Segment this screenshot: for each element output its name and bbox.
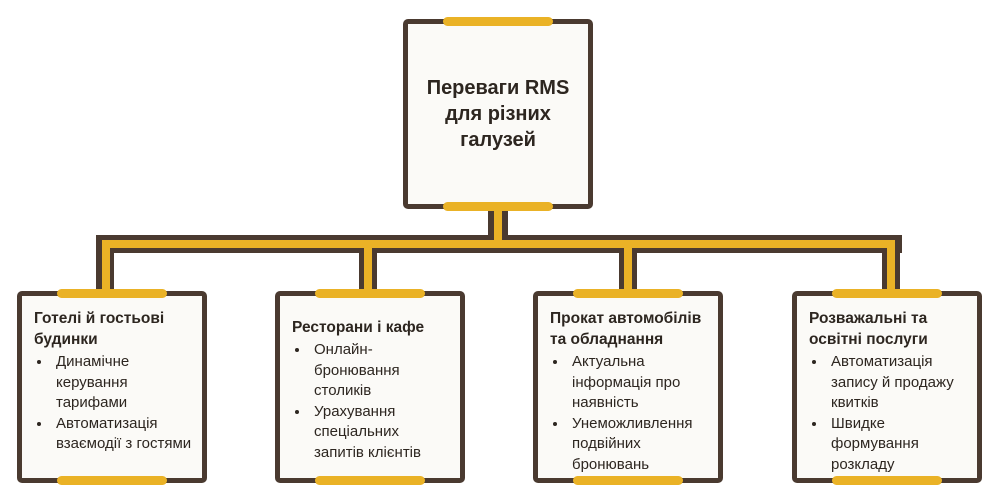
branch-restaurants: Ресторани і кафе Онлайн-бронювання столи… (275, 289, 465, 485)
branch-top-accent (315, 289, 425, 298)
branch-title: Готелі й гостьові будинки (34, 310, 165, 348)
branch-top-accent (573, 289, 683, 298)
branch-title: Розважальні та освітні послуги (809, 310, 928, 348)
branch-bottom-accent (832, 476, 942, 485)
branch-top-accent (832, 289, 942, 298)
list-item: Динамічне керування тарифами (52, 352, 194, 414)
branch-title: Прокат автомобілів та обладнання (550, 310, 702, 348)
branch-entertainment: Розважальні та освітні послуги Автоматиз… (792, 289, 982, 485)
root-bottom-accent (443, 202, 553, 211)
branch-list: Динамічне керування тарифами Автоматизац… (34, 352, 194, 455)
branch-bottom-accent (573, 476, 683, 485)
branch-bottom-accent (57, 476, 167, 485)
root-node: Переваги RMS для різних галузей (403, 17, 593, 211)
list-item: Автоматизація запису й продажу квитків (827, 352, 969, 414)
list-item: Урахування спеціальних запитів клієнтів (310, 402, 452, 464)
branch-rentals: Прокат автомобілів та обладнання Актуаль… (533, 289, 723, 485)
branch-hotels: Готелі й гостьові будинки Динамічне керу… (17, 289, 207, 485)
list-item: Унеможливлення подвійних бронювань (568, 414, 710, 476)
list-item: Актуальна інформація про наявність (568, 352, 710, 414)
branch-top-accent (57, 289, 167, 298)
branch-list: Автоматизація запису й продажу квитків Ш… (809, 352, 969, 475)
list-item: Онлайн-бронювання столиків (310, 340, 452, 402)
list-item: Автоматизація взаємодії з гостями (52, 414, 194, 455)
branch-list: Онлайн-бронювання столиків Урахування сп… (292, 340, 452, 463)
branch-list: Актуальна інформація про наявність Унемо… (550, 352, 710, 475)
connector-accent (102, 205, 895, 295)
root-title: Переваги RMS для різних галузей (426, 77, 570, 151)
list-item: Швидке формування розкладу (827, 414, 969, 476)
branch-bottom-accent (315, 476, 425, 485)
branch-title: Ресторани і кафе (292, 319, 425, 336)
root-top-accent (443, 17, 553, 26)
